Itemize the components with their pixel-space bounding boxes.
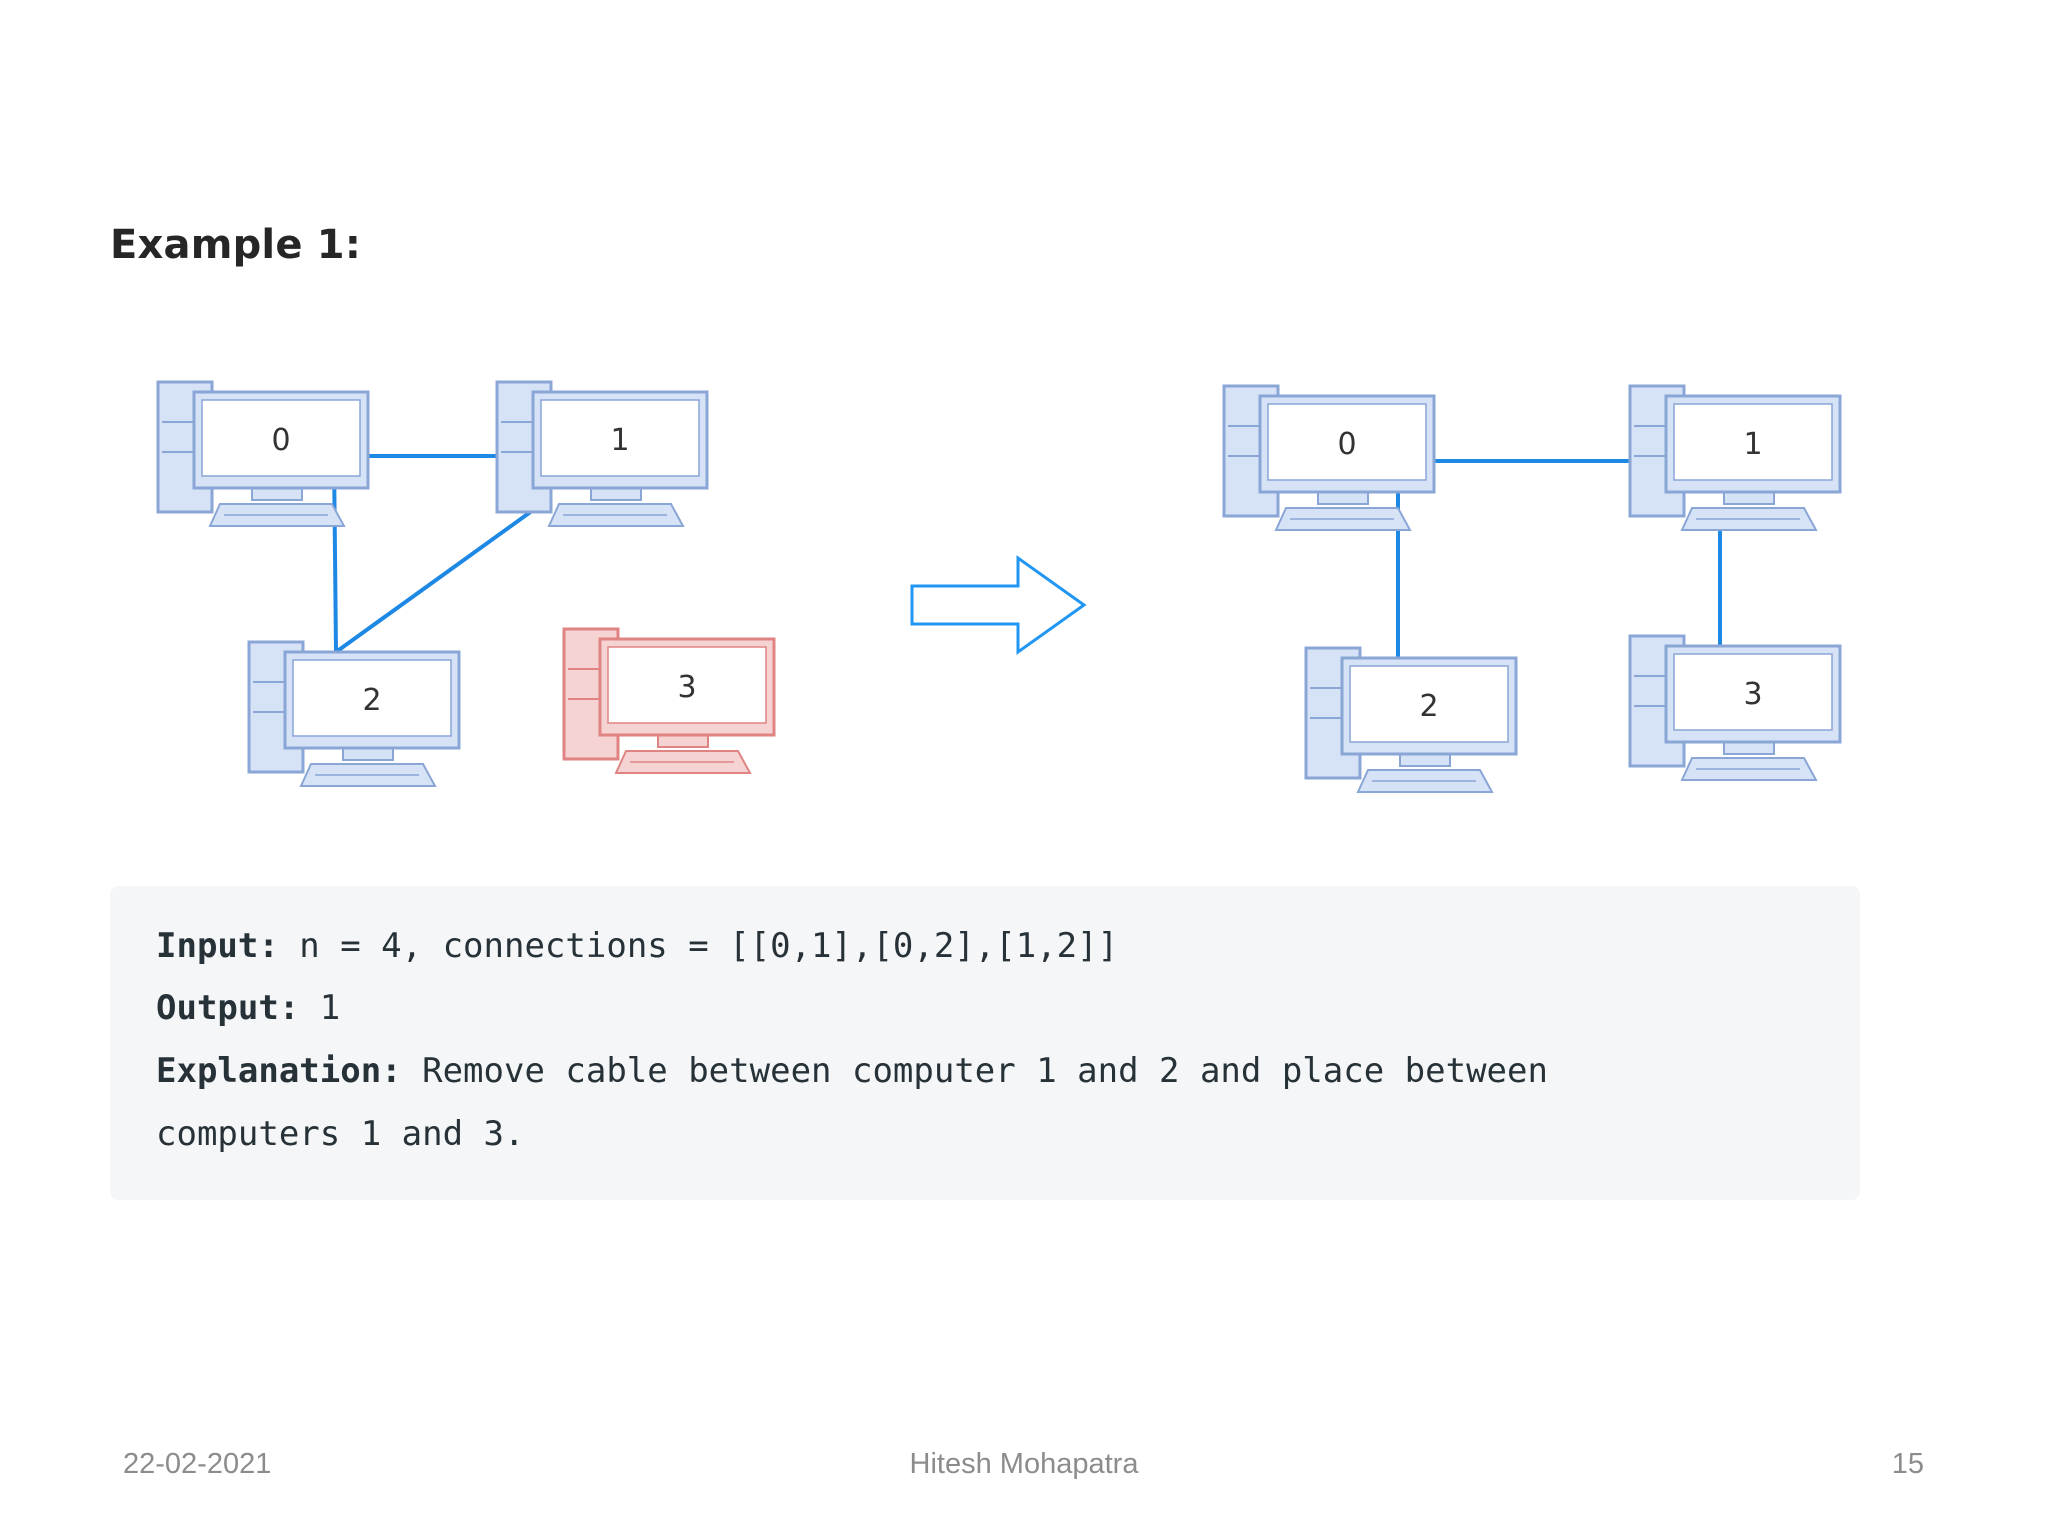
computer-label: 1 [1743,427,1762,462]
output-value: 1 [299,988,341,1028]
computer-label: 2 [362,683,381,718]
computer-icon: 2 [247,640,461,787]
computer-icon: 3 [1628,634,1842,781]
computer-label: 1 [610,423,629,458]
computer-icon: 0 [156,380,370,527]
footer-date: 22-02-2021 [123,1448,272,1480]
footer-author: Hitesh Mohapatra [909,1448,1139,1480]
input-value: n = 4, connections = [[0,1],[0,2],[1,2]] [278,926,1119,966]
network-diagram: 0 1 2 3 0 1 2 3 [156,380,1842,793]
computer-label: 2 [1419,689,1438,724]
computer-icon: 3 [562,627,776,774]
explanation-line: Explanation: Remove cable between comput… [156,1051,1548,1091]
page-number: 15 [1891,1448,1924,1480]
network-cable [334,506,538,654]
explanation-label: Explanation: [156,1051,402,1091]
output-line: Output: 1 [156,988,340,1028]
computer-label: 3 [677,670,696,705]
computer-icon: 0 [1222,384,1436,531]
right-arrow-icon [910,555,1087,655]
example-code-block: Input: n = 4, connections = [[0,1],[0,2]… [110,886,1860,1200]
explanation-value: Remove cable between computer 1 and 2 an… [401,1051,1548,1091]
computer-label: 0 [1337,427,1356,462]
computer-label: 0 [271,423,290,458]
explanation-continuation: computers 1 and 3. [156,1114,525,1154]
input-line: Input: n = 4, connections = [[0,1],[0,2]… [156,926,1118,966]
computers-layer: 0 1 2 3 0 1 2 3 [156,380,1842,793]
computer-icon: 1 [1628,384,1842,531]
computer-icon: 2 [1304,646,1518,793]
computer-label: 3 [1743,677,1762,712]
example-heading: Example 1: [110,222,362,268]
input-label: Input: [156,926,279,966]
computer-icon: 1 [495,380,709,527]
output-label: Output: [156,988,300,1028]
